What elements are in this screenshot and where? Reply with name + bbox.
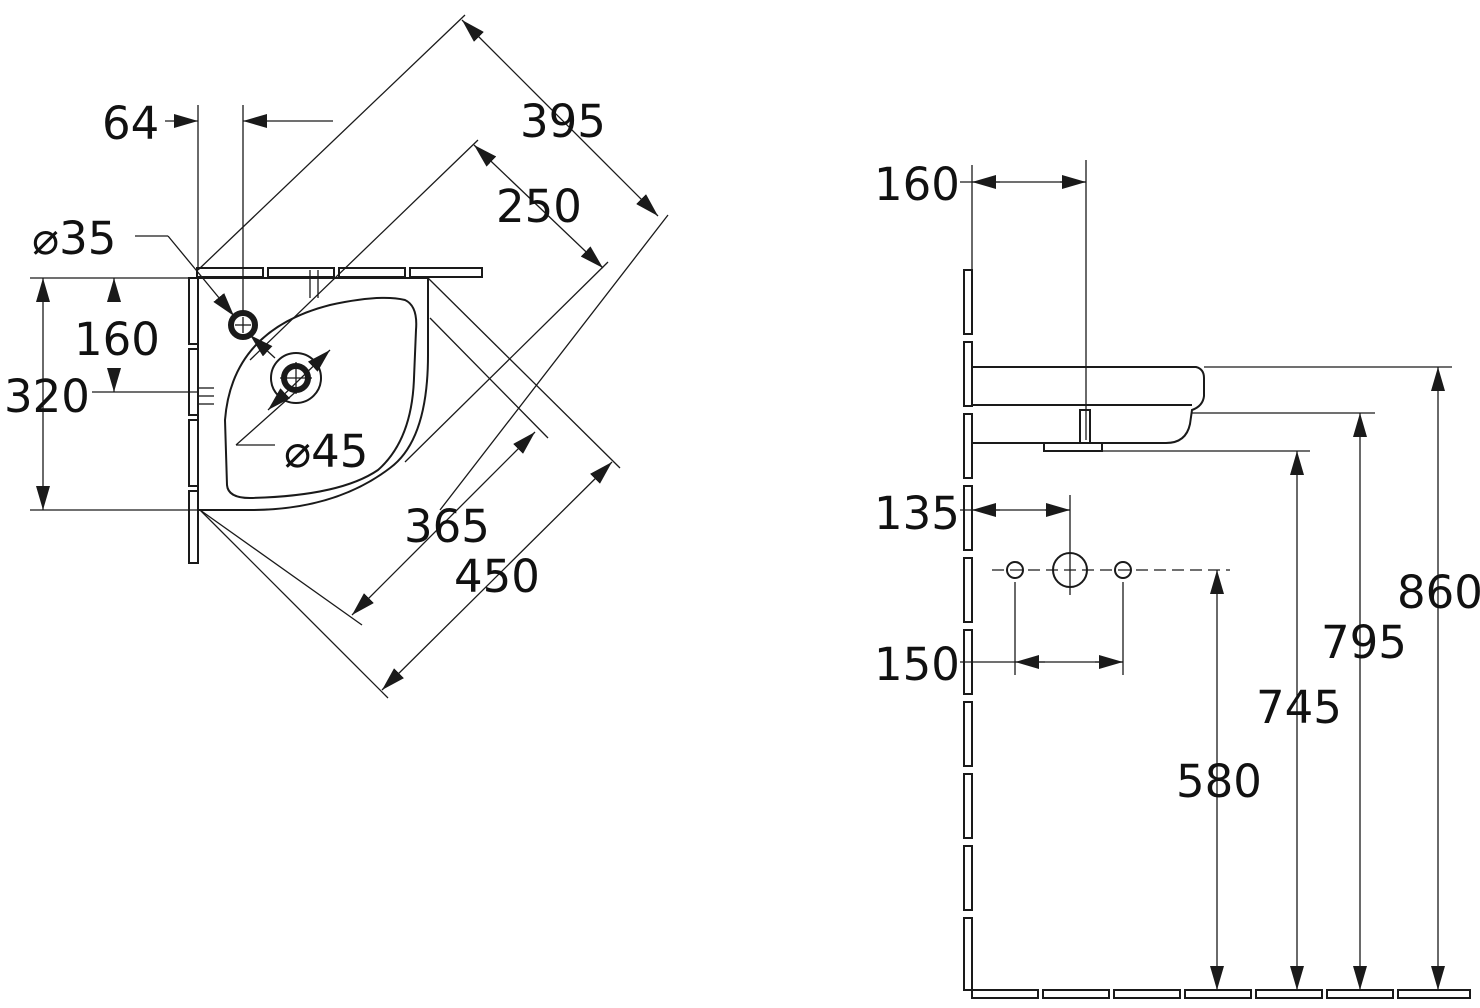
side-view: 160 135 150 580 745 795 860 bbox=[874, 158, 1480, 999]
dim-label-64: 64 bbox=[102, 97, 159, 150]
dim-label-450: 450 bbox=[454, 550, 540, 603]
side-wall-tiles bbox=[963, 269, 973, 991]
dim-label-860: 860 bbox=[1397, 566, 1480, 619]
dim-label-250: 250 bbox=[496, 180, 582, 233]
dim-label-135: 135 bbox=[874, 487, 960, 540]
top-wall-tiles bbox=[196, 267, 483, 278]
dim-label-160-plan: 160 bbox=[74, 313, 160, 366]
dim-label-320: 320 bbox=[4, 370, 90, 423]
side-dimension-lines bbox=[960, 165, 1452, 990]
basin-side bbox=[972, 160, 1205, 452]
dim-label-580: 580 bbox=[1176, 755, 1262, 808]
dim-label-795: 795 bbox=[1321, 616, 1407, 669]
dim-label-diameter-35: ⌀35 bbox=[32, 212, 116, 265]
floor-tiles bbox=[971, 989, 1471, 999]
wall-holes bbox=[992, 495, 1230, 675]
dim-label-745: 745 bbox=[1256, 681, 1342, 734]
left-wall-tiles bbox=[188, 277, 199, 564]
dim-label-395: 395 bbox=[520, 95, 606, 148]
dim-label-365: 365 bbox=[404, 500, 490, 553]
plan-view: 64 395 250 ⌀35 160 320 ⌀45 365 450 bbox=[4, 14, 669, 699]
dim-label-150: 150 bbox=[874, 638, 960, 691]
plan-dimension-lines bbox=[30, 14, 669, 699]
dim-label-diameter-45: ⌀45 bbox=[284, 425, 368, 478]
dim-label-160-side: 160 bbox=[874, 158, 960, 211]
